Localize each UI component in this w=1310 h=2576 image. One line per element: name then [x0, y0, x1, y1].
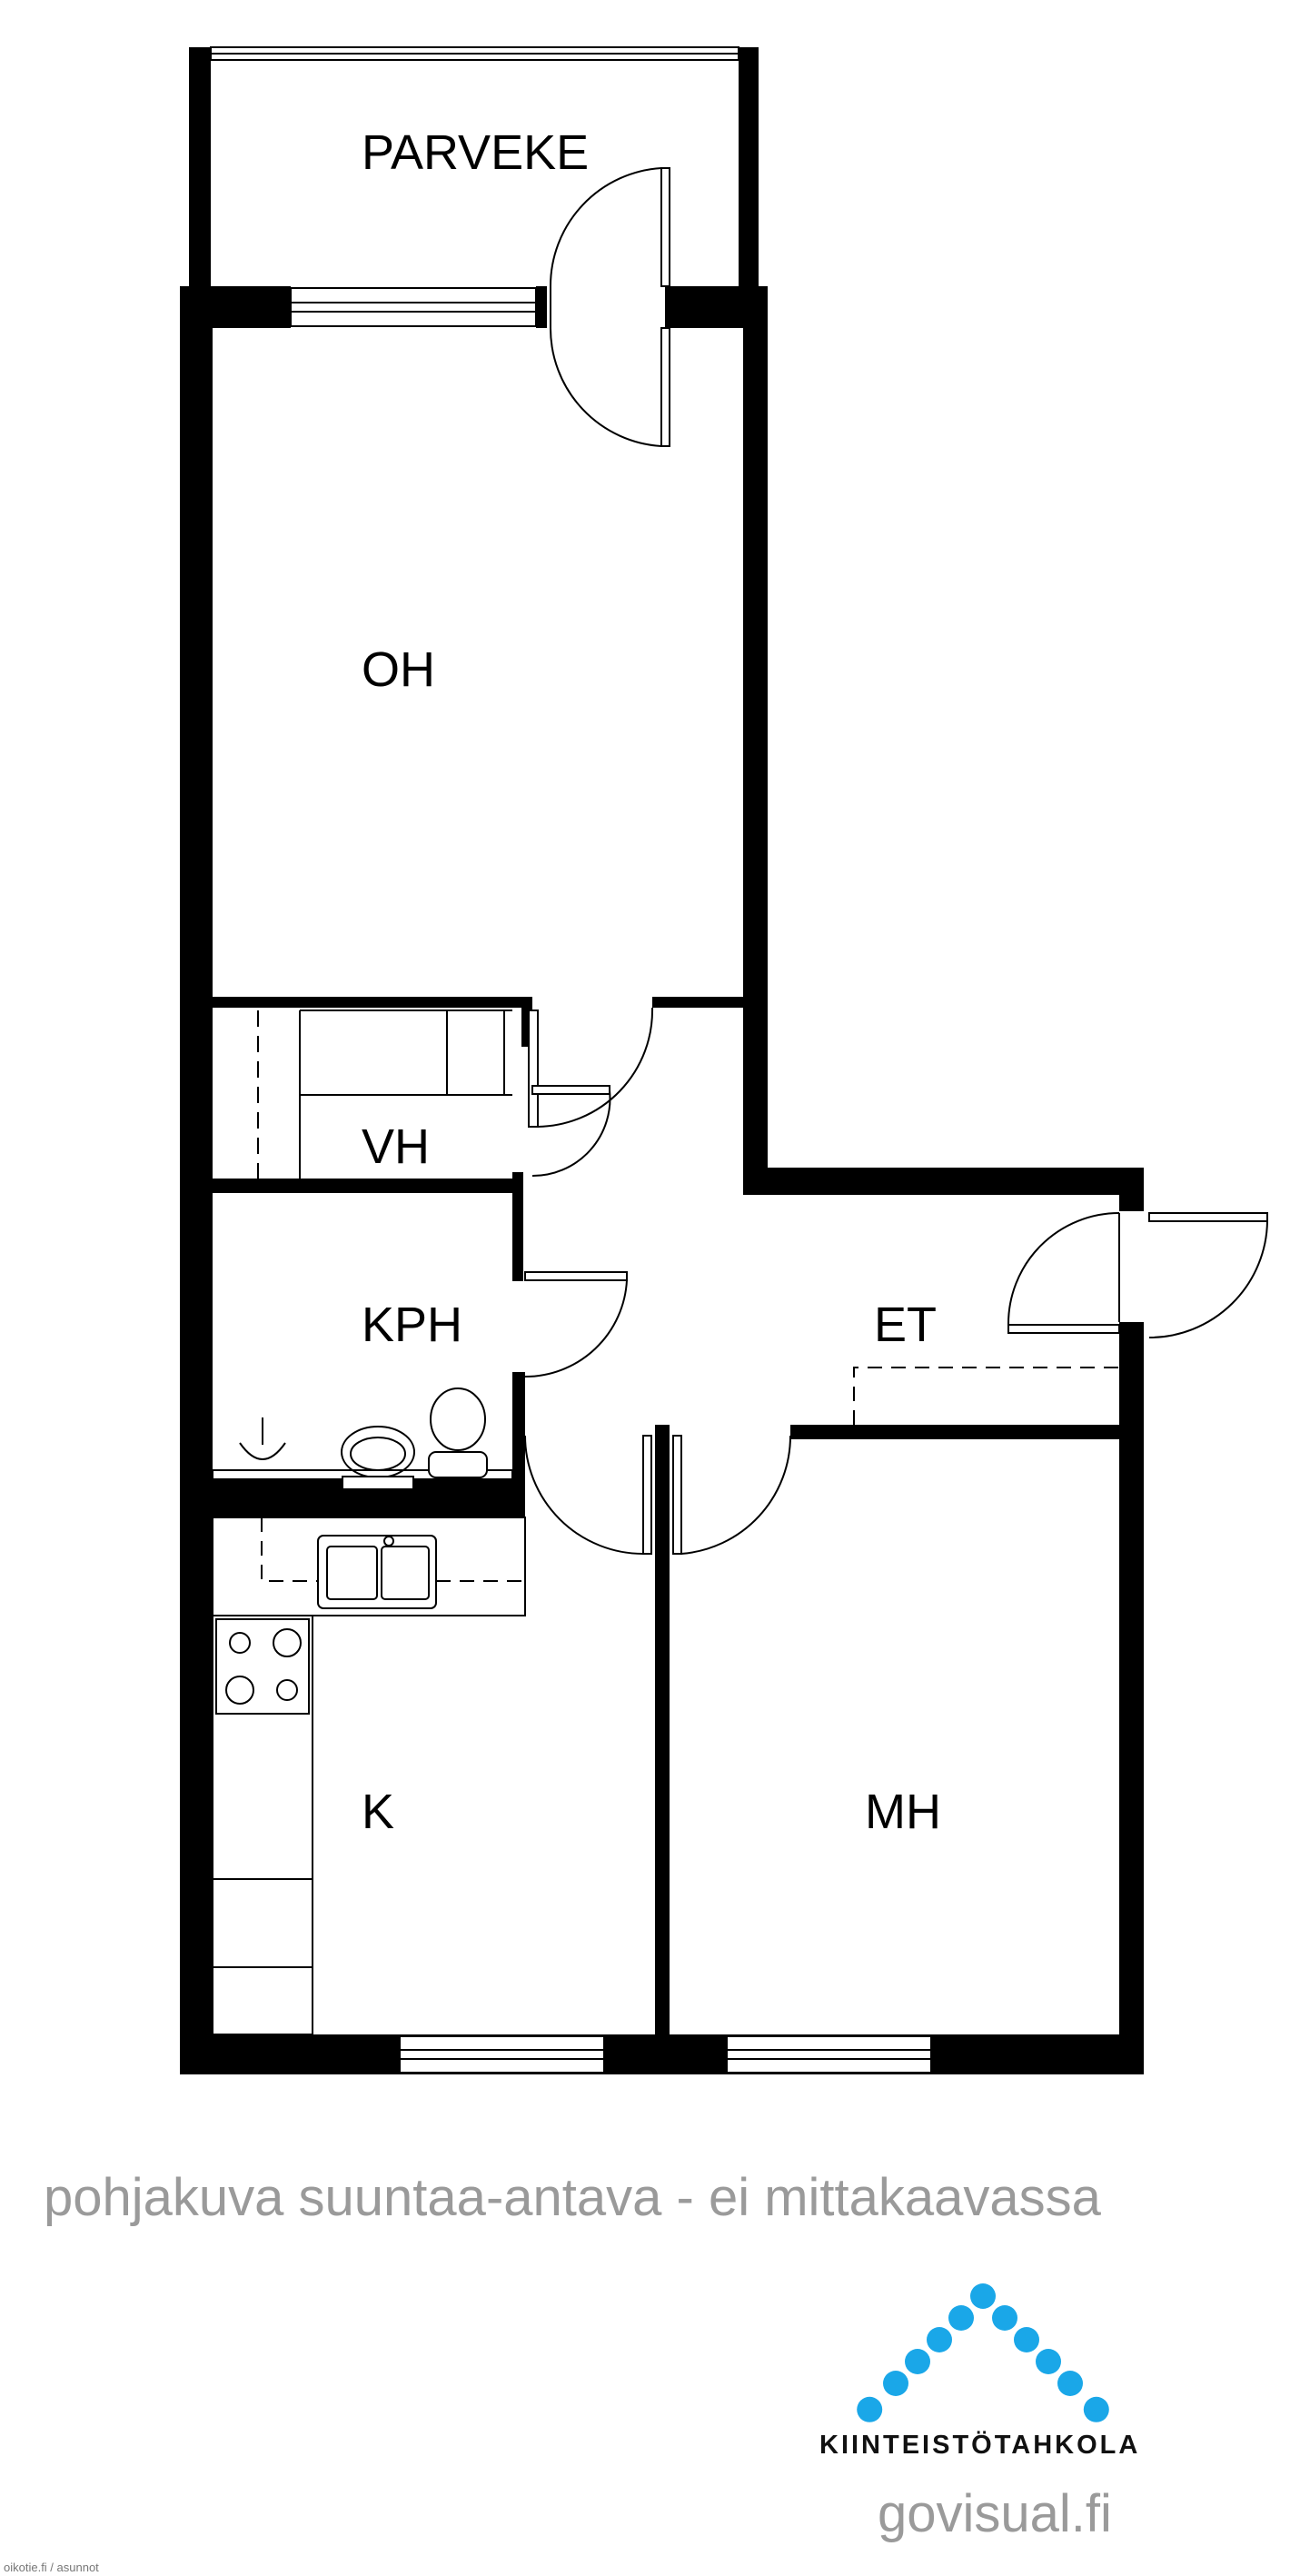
room-label-oh: OH — [362, 642, 435, 697]
vh-shelves — [257, 1010, 512, 1179]
wall-left — [180, 286, 213, 2074]
room-labels: PARVEKE OH VH KPH ET K MH — [362, 125, 941, 1839]
room-label-k: K — [362, 1785, 394, 1839]
wall-step — [743, 1168, 1144, 1195]
logo-dot — [1083, 2396, 1109, 2422]
kitchen-sink-icon — [317, 1535, 437, 1609]
logo-mark — [857, 2283, 1109, 2422]
door-vh — [528, 1007, 654, 1178]
hall-closet — [853, 1367, 1119, 1425]
toilet-icon — [430, 1387, 486, 1451]
room-label-et: ET — [874, 1298, 937, 1352]
room-label-mh: MH — [865, 1785, 941, 1839]
balcony-wall-right — [739, 47, 759, 288]
wall-right — [1119, 1322, 1144, 2074]
wall-top-mid — [536, 286, 547, 328]
brand-website[interactable]: govisual.fi — [878, 2484, 1112, 2543]
logo-dot — [927, 2327, 952, 2352]
balcony — [189, 46, 759, 288]
stove-icon — [215, 1618, 310, 1715]
door-k-mh — [524, 1435, 792, 1555]
room-label-kph: KPH — [362, 1298, 462, 1352]
windows — [290, 287, 932, 2074]
wall-vh-kph — [213, 1179, 521, 1193]
balcony-wall-left — [189, 47, 211, 288]
logo-dot — [857, 2396, 883, 2422]
doors — [524, 167, 1268, 1555]
walls — [180, 286, 1144, 2074]
wall-et-mh — [790, 1425, 1144, 1439]
shower-icon — [239, 1442, 286, 1460]
logo-dot — [970, 2283, 996, 2309]
brand-name: KIINTEISTÖTAHKOLA — [819, 2431, 1141, 2460]
logo-dot — [905, 2349, 930, 2374]
logo-dot — [948, 2305, 974, 2331]
kph-fixtures — [212, 1387, 513, 1490]
logo-dot — [1057, 2371, 1083, 2396]
logo-dot — [1014, 2327, 1039, 2352]
wall-right-top — [1119, 1168, 1144, 1211]
wall-bottom — [180, 2034, 1144, 2074]
plan-disclaimer: pohjakuva suuntaa-antava - ei mittakaava… — [44, 2168, 1101, 2227]
room-label-vh: VH — [362, 1119, 430, 1174]
logo-dot — [883, 2371, 908, 2396]
window-balcony — [290, 287, 537, 327]
logo-dot — [992, 2305, 1017, 2331]
wall-oh-vh — [213, 997, 532, 1008]
kitchen-counters — [212, 1517, 526, 2035]
fixtures — [212, 1010, 1119, 2035]
wall-oh-hall — [652, 997, 743, 1008]
wall-living-right — [743, 286, 768, 1195]
window-bedroom — [726, 2035, 932, 2074]
source-footer: oikotie.fi / asunnot — [4, 2561, 99, 2574]
wall-k-mh — [655, 1425, 670, 2034]
door-balcony — [549, 167, 670, 447]
door-entrance — [1007, 1212, 1268, 1338]
wall-kph-right-upper — [512, 1172, 523, 1281]
window-kitchen — [399, 2035, 605, 2074]
door-kph — [524, 1271, 628, 1378]
logo-dot — [1036, 2349, 1061, 2374]
room-label-parveke: PARVEKE — [362, 125, 589, 180]
